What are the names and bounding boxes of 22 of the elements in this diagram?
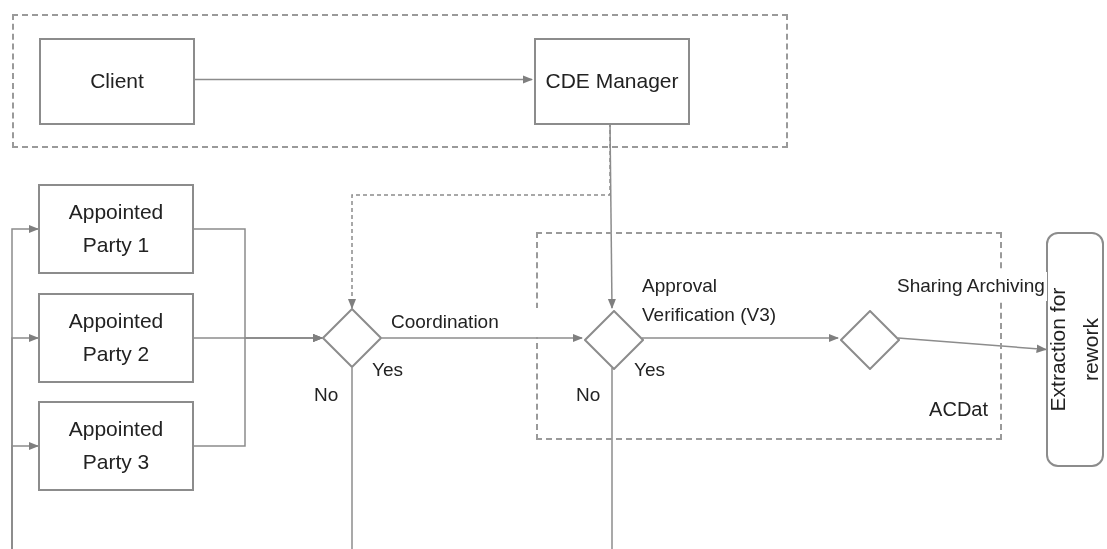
process-box: Appointed Party 2 (38, 293, 194, 383)
process-box: Client (39, 38, 195, 125)
edge-label: Coordination (391, 308, 541, 337)
branch-label: Yes (634, 358, 665, 382)
connector (381, 333, 584, 343)
connector (11, 441, 40, 549)
branch-label: No (314, 383, 339, 407)
decision-diamond (840, 310, 900, 370)
dashed-group-box (12, 14, 788, 148)
process-box: Appointed Party 1 (38, 184, 194, 274)
branch-label: Yes (372, 358, 403, 382)
branch-label: No (576, 383, 601, 407)
group-label: ACDat (929, 397, 988, 422)
connector (897, 337, 1048, 353)
process-box: Appointed Party 3 (38, 401, 194, 491)
connector (611, 367, 613, 549)
connector (351, 367, 353, 549)
terminal-box: Extraction for rework (1046, 232, 1104, 467)
connector (193, 333, 324, 447)
connector (641, 333, 840, 343)
process-box: CDE Manager (534, 38, 690, 125)
edge-label: Sharing Archiving (897, 272, 1047, 301)
